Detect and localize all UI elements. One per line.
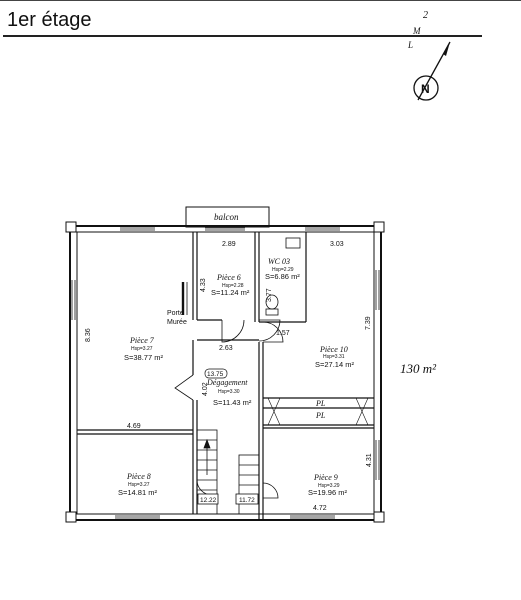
room-degagement-area: S=11.43 m²: [213, 398, 252, 407]
room-piece9-area: S=19.96 m²: [308, 488, 347, 497]
room-piece6-name: Pièce 6: [216, 273, 241, 282]
dimensions: 2.89 3.03 4.33 3.77 8.36 1.57 2.63 7.39 …: [85, 241, 373, 512]
room-degagement: Dégagement Hsp=3.30 S=11.43 m²: [206, 378, 252, 407]
staircase: [196, 429, 260, 515]
wc-fixtures: [265, 237, 301, 316]
north-arrow-head-icon: [443, 42, 450, 56]
pl-label-1: PL: [315, 399, 326, 408]
dim-469: 4.69: [127, 423, 141, 430]
header-bar: 1er étage: [0, 0, 521, 40]
balcony-label: balcon: [214, 212, 239, 222]
room-piece10-area: S=27.14 m²: [315, 360, 354, 369]
room-piece8-area: S=14.81 m²: [118, 488, 157, 497]
muree-label: Murée: [167, 319, 187, 326]
dim-402: 4.02: [202, 382, 209, 396]
room-piece9-hsp: Hsp=3.29: [318, 483, 340, 489]
stair-right-level: 11.72: [239, 497, 255, 504]
porte-label: Porte: [167, 310, 184, 317]
dim-157: 1.57: [276, 330, 290, 337]
room-piece10: Pièce 10 Hsp=3.31 S=27.14 m²: [315, 345, 354, 369]
room-piece6-hsp: Hsp=2.28: [222, 283, 244, 289]
room-piece7-area: S=38.77 m²: [124, 353, 163, 362]
compass-scribble-1: 2: [423, 10, 428, 21]
room-piece7-hsp: Hsp=3.27: [131, 346, 153, 352]
degagement-bubble: [204, 368, 228, 379]
compass-scribble-3: L: [407, 40, 413, 50]
room-wc-hsp: Hsp=2.29: [272, 267, 294, 273]
compass-north-letter: N: [421, 82, 430, 96]
compass: 2 M L N: [407, 10, 451, 101]
room-wc-area: S=6.86 m²: [265, 272, 300, 281]
dim-472: 4.72: [313, 505, 327, 512]
dim-836: 8.36: [85, 328, 92, 342]
dim-433: 4.33: [200, 278, 207, 292]
room-piece9-name: Pièce 9: [313, 473, 338, 482]
room-piece7-name: Pièce 7: [129, 336, 155, 345]
compass-scribble-2: M: [412, 26, 421, 36]
room-piece6-area: S=11.24 m²: [211, 288, 250, 297]
degagement-bubble-value: 13.75: [207, 371, 224, 378]
room-piece10-name: Pièce 10: [319, 345, 348, 354]
room-wc-name: WC 03: [268, 257, 290, 266]
room-piece8: Pièce 8 Hsp=3.27 S=14.81 m²: [118, 472, 157, 497]
room-piece8-hsp: Hsp=3.27: [128, 482, 150, 488]
handwritten-area-note: 130 m²: [400, 361, 437, 376]
outer-walls: [65, 221, 385, 523]
room-piece6: Pièce 6 Hsp=2.28 S=11.24 m²: [211, 273, 250, 297]
room-wc: WC 03 Hsp=2.29 S=6.86 m²: [265, 257, 300, 281]
room-degagement-name: Dégagement: [206, 378, 248, 387]
room-piece9: Pièce 9 Hsp=3.29 S=19.96 m²: [308, 473, 347, 497]
title-underline: [3, 35, 482, 37]
top-rule: [0, 0, 521, 1]
compass-circle-icon: [413, 75, 439, 101]
dim-263: 2.63: [219, 345, 233, 352]
room-piece10-hsp: Hsp=3.31: [323, 354, 345, 360]
dim-377: 3.77: [266, 288, 273, 302]
room-piece7: Pièce 7 Hsp=3.27 S=38.77 m²: [124, 336, 163, 362]
dim-289: 2.89: [222, 241, 236, 248]
dim-739: 7.39: [365, 316, 372, 330]
pl-label-2: PL: [315, 411, 326, 420]
windows: [71, 227, 380, 519]
dim-431: 4.31: [366, 453, 373, 467]
room-degagement-hsp: Hsp=3.30: [218, 389, 240, 395]
dim-303: 3.03: [330, 241, 344, 248]
room-piece8-name: Pièce 8: [126, 472, 151, 481]
page-title: 1er étage: [7, 9, 92, 31]
stair-left-level: 12.22: [200, 497, 217, 504]
